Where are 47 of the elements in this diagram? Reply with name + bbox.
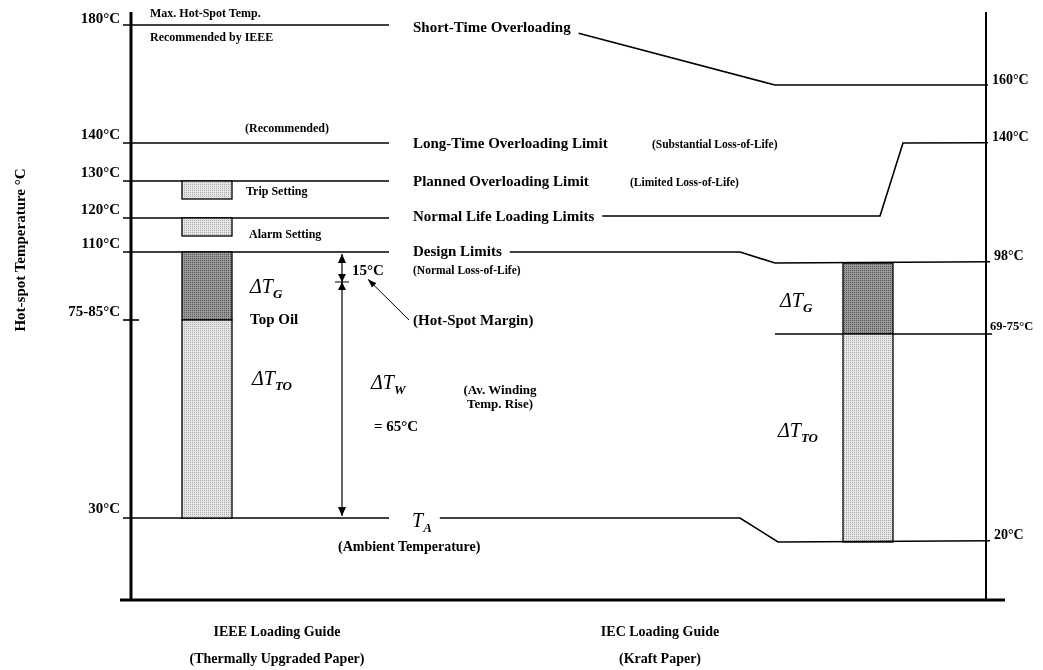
text-label: 110°C	[81, 234, 120, 252]
level-label: 140°C	[992, 129, 1029, 145]
text-label: (Recommended)	[245, 122, 329, 136]
text-label: IEEE Loading Guide	[213, 624, 341, 640]
text-label: 180°C	[80, 9, 120, 27]
level-label: Short-Time Overloading	[413, 18, 571, 36]
text-label: (Ambient Temperature)	[338, 539, 481, 555]
text-label: (Limited Loss-of-Life)	[630, 175, 739, 189]
level-label: (Hot-Spot Margin)	[413, 311, 534, 329]
text-label: (Thermally Upgraded Paper)	[189, 651, 365, 667]
leader-line	[508, 251, 991, 264]
text-label: IEC Loading Guide	[600, 624, 720, 640]
level-label: Design Limits	[413, 242, 502, 260]
text-label: Top Oil	[250, 310, 299, 328]
text-label: Hot-spot Temperature °C	[11, 168, 29, 332]
text-label: Planned Overloading Limit	[413, 172, 589, 190]
level-label: 98°C	[994, 248, 1024, 264]
symbol-label: ΔT$_{G}$	[780, 289, 813, 315]
level-label: 20°C	[994, 527, 1024, 543]
level-label: T$_{A}$	[412, 509, 432, 535]
text-label: Alarm Setting	[249, 228, 322, 242]
level-label: 160°C	[992, 72, 1029, 88]
symbol-label: ΔT$_{W}$	[371, 371, 406, 397]
text-label: = 65°C	[374, 417, 419, 435]
text-label: (Substantial Loss-of-Life)	[652, 137, 778, 151]
text-label: Long-Time Overloading Limit	[413, 134, 608, 152]
leader-line	[601, 141, 989, 217]
text-label: (Normal Loss-of-Life)	[413, 263, 521, 277]
text-label: (Av. Winding Temp. Rise)	[462, 382, 538, 412]
symbol-label: ΔT$_{TO}$	[778, 419, 818, 445]
leader-line	[439, 517, 991, 543]
text-label: (Kraft Paper)	[619, 651, 701, 667]
text-label: 120°C	[80, 200, 120, 218]
level-label: 15°C	[352, 261, 384, 279]
symbol-label: ΔT$_{G}$	[250, 275, 283, 301]
text-label: Max. Hot-Spot Temp.	[150, 7, 261, 21]
text-label: 130°C	[80, 163, 120, 181]
arrow	[367, 278, 410, 321]
text-label: 69-75°C	[990, 320, 1034, 334]
symbol-label: ΔT$_{TO}$	[252, 367, 292, 393]
text-label: 75-85°C	[68, 302, 120, 320]
text-label: Trip Setting	[246, 185, 308, 199]
level-label: Normal Life Loading Limits	[413, 207, 595, 225]
text-label: 30°C	[88, 499, 120, 517]
text-label: 140°C	[80, 125, 120, 143]
text-label: Recommended by IEEE	[150, 31, 274, 45]
leader-line	[577, 32, 989, 86]
